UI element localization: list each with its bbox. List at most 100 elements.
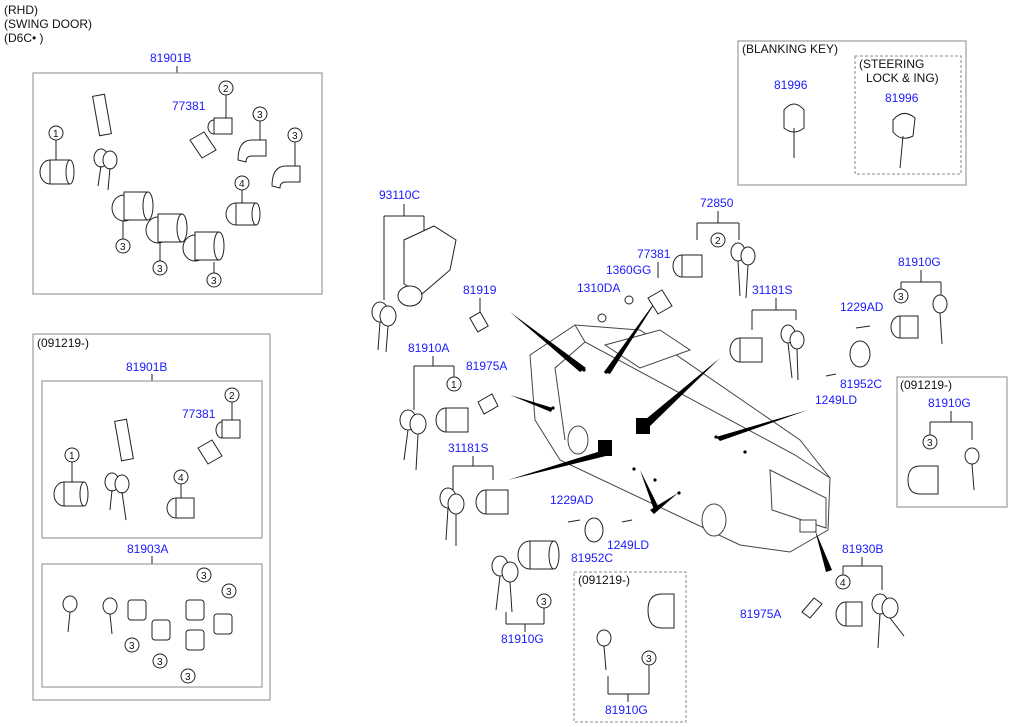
- key-icon: [102, 597, 118, 615]
- lock-cylinder-icon: [237, 139, 267, 163]
- blanking-key-box: [737, 40, 967, 186]
- pin-icon: [469, 311, 489, 333]
- set1-box: [32, 72, 323, 295]
- label-81996-blank[interactable]: 81996: [774, 78, 808, 92]
- svg-text:3: 3: [646, 654, 652, 665]
- steer-key-icon: [892, 113, 916, 169]
- key-icon: [501, 561, 519, 583]
- note-091219-c: (091219-): [578, 573, 630, 587]
- svg-text:1: 1: [69, 451, 75, 462]
- label-81910g-box[interactable]: 81910G: [928, 396, 971, 410]
- lock-cylinder-icon: [647, 593, 675, 629]
- svg-text:4: 4: [178, 473, 184, 484]
- callout-1: [446, 376, 462, 392]
- right-091219-box: [896, 376, 1008, 508]
- label-81910a[interactable]: 81910A: [408, 341, 449, 355]
- key-icon: [409, 413, 427, 435]
- set3-box: [41, 563, 263, 688]
- blanking-key-title: (BLANKING KEY): [742, 42, 838, 56]
- svg-text:3: 3: [898, 292, 904, 303]
- label-81952c-mid[interactable]: 81952C: [571, 551, 613, 565]
- svg-text:3: 3: [185, 672, 191, 683]
- set1-parts: 1 3 3 3 4 2 3: [39, 80, 303, 288]
- label-1360gg[interactable]: 1360GG: [606, 263, 651, 277]
- label-81952c-right[interactable]: 81952C: [840, 377, 882, 391]
- steering-title-1: (STEERING: [859, 57, 924, 71]
- label-81901b-set1[interactable]: 81901B: [150, 51, 191, 65]
- label-93110c[interactable]: 93110C: [379, 188, 420, 202]
- callout-4: [835, 574, 851, 590]
- key-icon: [596, 629, 612, 647]
- svg-text:4: 4: [840, 578, 846, 589]
- label-1249ld-mid[interactable]: 1249LD: [607, 538, 649, 552]
- note-091219-a: (091219-): [37, 336, 89, 350]
- svg-text:3: 3: [257, 110, 263, 121]
- callout-3: [893, 288, 909, 304]
- ignition-switch-icon: [371, 225, 457, 353]
- label-81910g-right[interactable]: 81910G: [898, 255, 941, 269]
- bracket-icon: [647, 289, 673, 315]
- svg-text:3: 3: [211, 276, 217, 287]
- header-swing-door: (SWING DOOR): [4, 17, 92, 31]
- label-81919[interactable]: 81919: [463, 283, 497, 297]
- label-81903a[interactable]: 81903A: [127, 542, 168, 556]
- label-77381-set1[interactable]: 77381: [172, 99, 206, 113]
- blank-key-icon: [783, 103, 805, 158]
- seal-icon: [849, 340, 871, 368]
- label-1310da[interactable]: 1310DA: [577, 281, 620, 295]
- callout-3: [124, 637, 140, 653]
- label-81975a-top[interactable]: 81975A: [466, 359, 507, 373]
- label-81910g-dash[interactable]: 81910G: [605, 703, 648, 717]
- note-091219-b: (091219-): [900, 378, 952, 392]
- header-engine: (D6C• ): [4, 31, 44, 45]
- label-1249ld-right[interactable]: 1249LD: [815, 393, 857, 407]
- key-icon: [964, 447, 980, 465]
- label-1229ad-right[interactable]: 1229AD: [840, 300, 884, 314]
- lock-cylinder-icon: [185, 629, 205, 651]
- svg-text:1: 1: [53, 129, 59, 140]
- callout-3: [180, 668, 196, 684]
- label-81930b[interactable]: 81930B: [842, 542, 883, 556]
- bracket-icon: [197, 439, 223, 465]
- screw-icon: [855, 325, 871, 329]
- label-77381-set2[interactable]: 77381: [182, 407, 216, 421]
- svg-text:4: 4: [239, 179, 245, 190]
- callout-3: [152, 653, 168, 669]
- callout-3: [221, 583, 237, 599]
- pointer-arrows: [508, 295, 832, 572]
- key-icon: [932, 294, 948, 314]
- label-31181s-top[interactable]: 31181S: [752, 283, 792, 297]
- svg-text:2: 2: [223, 84, 229, 95]
- svg-text:3: 3: [201, 571, 207, 582]
- label-81901b-set2[interactable]: 81901B: [126, 360, 167, 374]
- callout-3: [196, 567, 212, 583]
- label-31181s-mid[interactable]: 31181S: [448, 441, 488, 455]
- bracket-icon: [189, 131, 217, 159]
- label-1229ad-mid[interactable]: 1229AD: [550, 493, 594, 507]
- label-81975a-bottom[interactable]: 81975A: [740, 607, 781, 621]
- svg-text:3: 3: [292, 131, 298, 142]
- callout-3: [922, 434, 938, 450]
- label-72850[interactable]: 72850: [700, 196, 734, 210]
- label-81996-steer[interactable]: 81996: [885, 91, 919, 105]
- key-blank-icon: [92, 93, 112, 137]
- label-81910g-bottom[interactable]: 81910G: [501, 632, 544, 646]
- header-rhd: (RHD): [4, 3, 38, 17]
- key-icon: [740, 246, 756, 266]
- key-blank-icon: [114, 418, 134, 462]
- key-icon: [114, 474, 130, 494]
- set2-parts: 1 2 4: [53, 387, 241, 521]
- label-77381-main[interactable]: 77381: [637, 247, 671, 261]
- lock-cylinder-icon: [907, 465, 939, 495]
- set2-outer-box: [32, 333, 271, 701]
- screw-icon: [621, 519, 633, 523]
- key-icon: [789, 330, 805, 350]
- lock-cylinder-icon: [185, 599, 205, 621]
- lock-cylinder-icon: [213, 613, 233, 635]
- screw-icon: [825, 373, 837, 377]
- seal-icon: [584, 517, 604, 543]
- lock-cylinder-icon: [151, 619, 171, 641]
- key-icon: [881, 597, 899, 619]
- bus-illustration: [529, 324, 831, 553]
